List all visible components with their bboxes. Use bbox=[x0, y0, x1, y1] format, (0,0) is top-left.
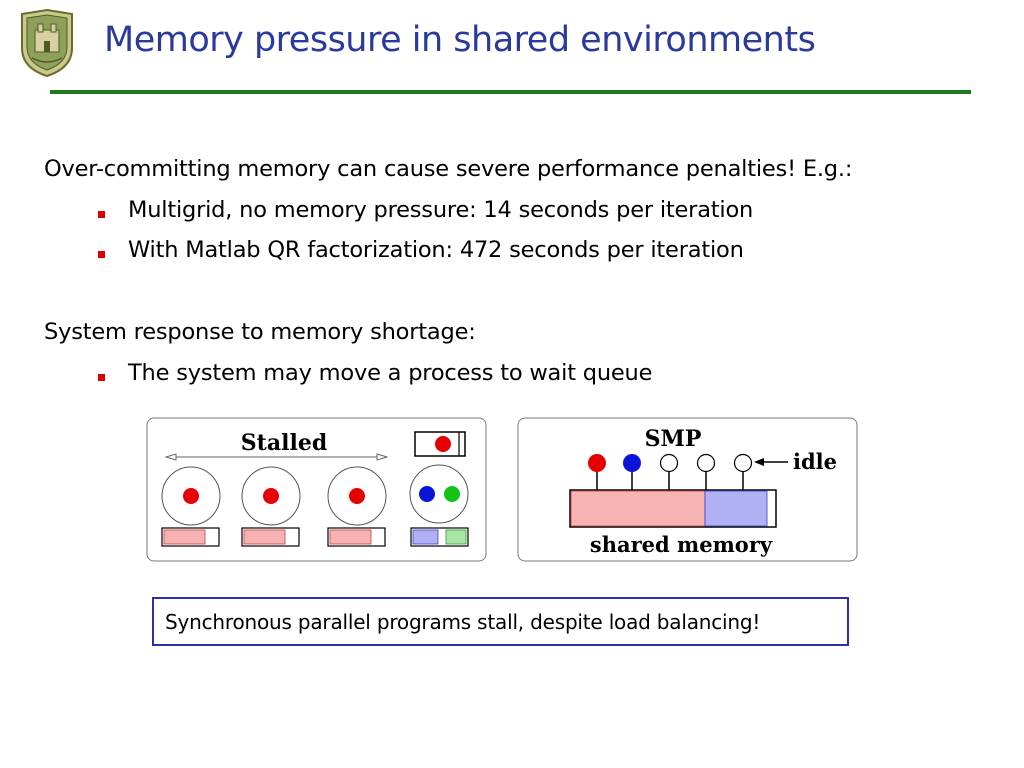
university-crest-logo bbox=[21, 8, 73, 78]
bullet-item: Multigrid, no memory pressure: 14 second… bbox=[128, 197, 754, 223]
bullet-marker bbox=[98, 251, 105, 258]
shared-memory-blue-portion bbox=[704, 490, 768, 527]
system-response-paragraph: System response to memory shortage: bbox=[44, 319, 476, 345]
bullet-marker bbox=[98, 211, 105, 218]
stalled-panel: Stalled bbox=[146, 417, 487, 562]
page-title: Memory pressure in shared environments bbox=[104, 20, 816, 60]
title-underline bbox=[50, 90, 971, 94]
bullet-marker bbox=[98, 374, 105, 381]
process-green bbox=[444, 486, 460, 502]
process-red bbox=[349, 488, 365, 504]
stalled-label: Stalled bbox=[241, 430, 327, 456]
callout-box: Synchronous parallel programs stall, des… bbox=[152, 597, 849, 646]
process-blue bbox=[419, 486, 435, 502]
shared-memory-label: shared memory bbox=[590, 532, 773, 557]
smp-label: SMP bbox=[645, 426, 702, 452]
process-red bbox=[183, 488, 199, 504]
intro-paragraph: Over-committing memory can cause severe … bbox=[44, 156, 853, 182]
process-blue bbox=[623, 454, 641, 472]
idle-label: idle bbox=[793, 449, 837, 474]
bullet-item: The system may move a process to wait qu… bbox=[128, 360, 653, 386]
smp-panel: SMP idle shared memory bbox=[517, 417, 858, 562]
bullet-item: With Matlab QR factorization: 472 second… bbox=[128, 237, 744, 263]
shared-memory-red-portion bbox=[570, 490, 706, 527]
process-red bbox=[588, 454, 606, 472]
process-red bbox=[263, 488, 279, 504]
idle-cpu bbox=[696, 453, 716, 473]
idle-cpu bbox=[659, 453, 679, 473]
idle-cpu bbox=[733, 453, 753, 473]
queued-process bbox=[435, 436, 451, 452]
